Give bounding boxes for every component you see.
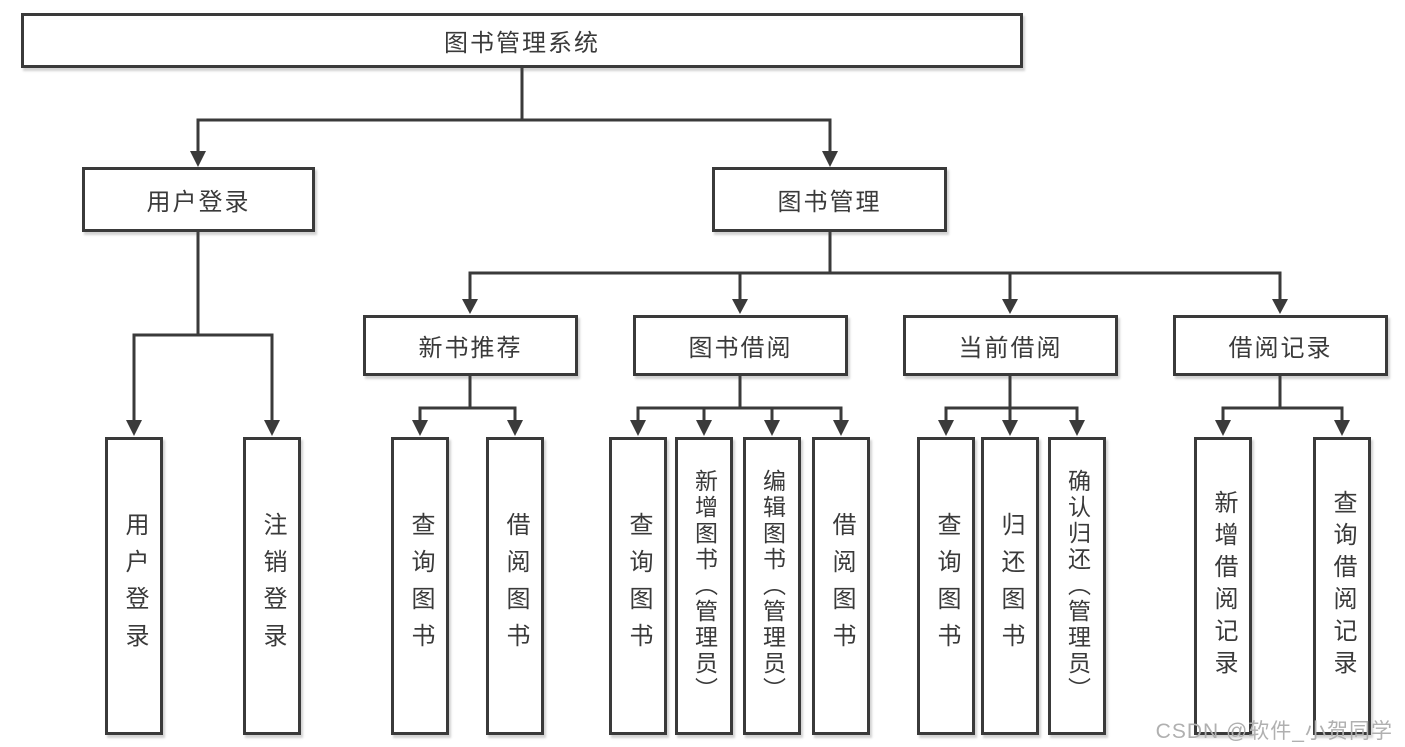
node-library-system: 图书管理系统 [21,13,1023,68]
node-borrowing-records: 借阅记录 [1173,315,1388,376]
node-label: 当前借阅 [958,335,1063,362]
leaf-logout-login: 注销登录 [243,437,301,735]
leaf-edit-books-admin: 编辑图书（管理员） [743,437,801,735]
node-book-borrowing: 图书借阅 [633,315,848,376]
node-label: 图书管理 [777,189,882,216]
leaf-query-books-recommend: 查询图书 [391,437,449,735]
leaf-query-books-current: 查询图书 [917,437,975,735]
leaf-user-login: 用户登录 [105,437,163,735]
leaf-query-borrow-record: 查询借阅记录 [1313,437,1371,735]
node-label: 编辑图书（管理员） [759,469,786,703]
node-label: 用户登录 [121,512,148,660]
leaf-borrow-books-borrowing: 借阅图书 [812,437,870,735]
node-label: 确认归还（管理员） [1064,469,1091,703]
node-label: 新书推荐 [418,335,523,362]
node-label: 图书借阅 [688,335,793,362]
node-label: 查询图书 [625,512,652,660]
node-label: 注销登录 [259,512,286,660]
node-label: 查询图书 [407,512,434,660]
node-label: 新增借阅记录 [1210,490,1237,682]
leaf-add-borrow-record: 新增借阅记录 [1194,437,1252,735]
leaf-borrow-books-recommend: 借阅图书 [486,437,544,735]
node-label: 查询图书 [933,512,960,660]
leaf-query-books-borrowing: 查询图书 [609,437,667,735]
leaf-add-books-admin: 新增图书（管理员） [675,437,733,735]
node-label: 图书管理系统 [444,30,600,57]
leaf-return-books: 归还图书 [981,437,1039,735]
node-label: 借阅图书 [502,512,529,660]
node-label: 借阅图书 [828,512,855,660]
node-label: 新增图书（管理员） [691,469,718,703]
node-label: 借阅记录 [1228,335,1333,362]
leaf-confirm-return-admin: 确认归还（管理员） [1048,437,1106,735]
node-label: 用户登录 [146,189,251,216]
node-label: 归还图书 [997,512,1024,660]
csdn-watermark: CSDN @软件_小贺同学 [1155,720,1393,743]
node-user-login: 用户登录 [82,167,315,232]
node-current-borrowing: 当前借阅 [903,315,1118,376]
node-new-book-recommend: 新书推荐 [363,315,578,376]
node-book-management: 图书管理 [712,167,947,232]
node-label: 查询借阅记录 [1329,490,1356,682]
